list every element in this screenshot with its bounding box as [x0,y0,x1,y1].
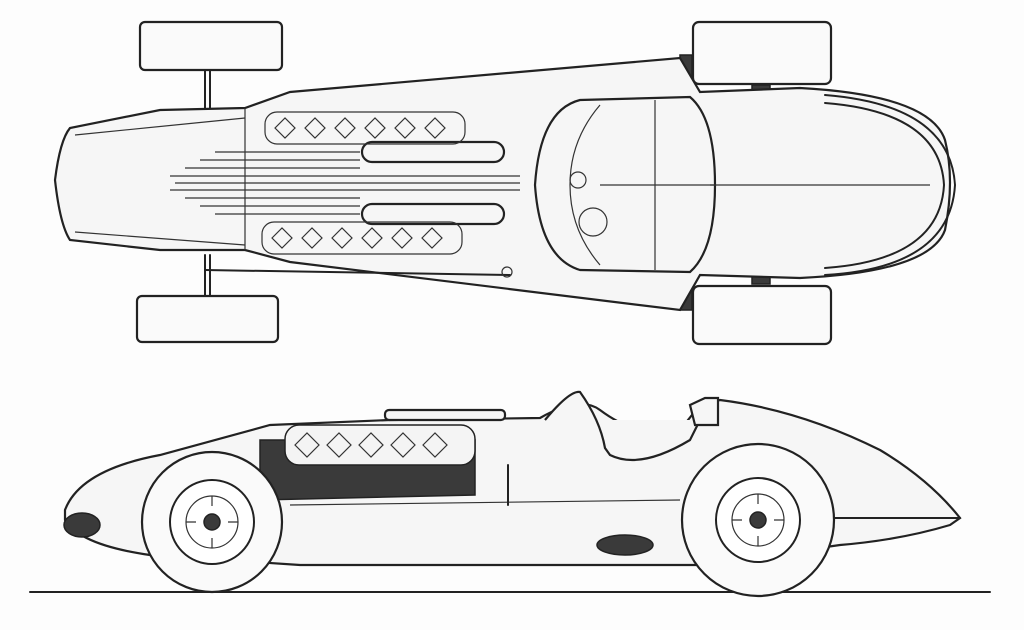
rear-bumper-outer [824,94,956,276]
side-panel-line [289,499,681,506]
steering-rod [204,269,511,276]
bonnet-louvers [170,151,520,215]
nose-panel-lines [74,117,246,246]
exhaust-outlet [596,534,654,556]
cockpit-side [544,390,701,462]
steering-joint [501,266,513,278]
exhaust-manifold-side [284,424,476,466]
air-scoop-upper [360,140,506,164]
gauge [569,171,587,189]
rear-wheel-side [680,442,836,598]
rear-right-wheel [691,284,833,346]
top-view [53,20,956,346]
cockpit-seat-lines [569,100,715,270]
front-right-wheel [135,294,280,344]
top-body [53,56,952,312]
air-scoop-lower [360,202,506,226]
rear-bumper-inner [824,102,945,269]
exhaust-manifold-lower [261,221,463,255]
steering-wheel [578,207,608,237]
front-left-wheel [138,20,284,72]
headrest [688,396,720,427]
front-wheel-side [140,450,284,594]
bonnet-scoop [383,408,507,422]
exhaust-manifold-upper [264,111,466,145]
side-view [29,390,991,598]
nose-air-intake [63,512,101,538]
rear-left-wheel [691,20,833,86]
